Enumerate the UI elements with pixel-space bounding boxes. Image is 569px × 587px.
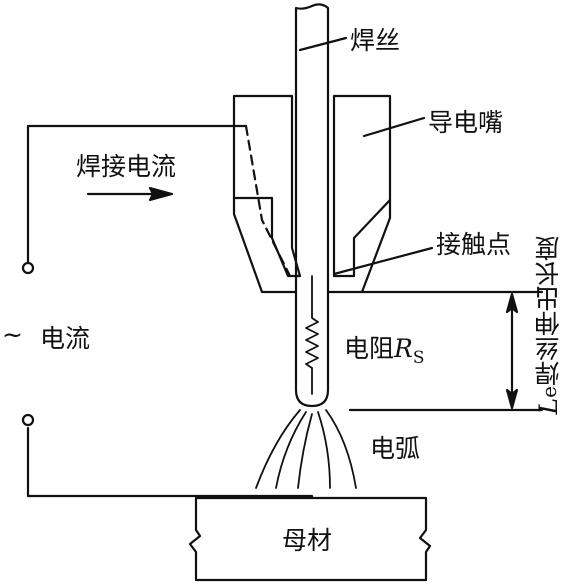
extension-arrow-down — [507, 390, 517, 408]
extension-arrow-up — [507, 294, 517, 312]
resistance-zigzag — [306, 276, 318, 394]
contact-tube-right-outer — [328, 200, 390, 292]
resistance-label: 电阻RS — [344, 334, 425, 367]
base-metal — [190, 498, 430, 580]
welding-wire — [296, 4, 328, 406]
welding-arc — [256, 410, 356, 488]
contact-tube-right — [334, 96, 390, 276]
contact-tube-label: 导电嘴 — [428, 108, 504, 137]
resistance-subscript: S — [412, 348, 425, 368]
contact-point-label: 接触点 — [436, 230, 512, 259]
extension-text: 焊丝伸出长度 — [534, 236, 563, 386]
resistance-symbol: R — [394, 334, 413, 363]
contact-tube-left — [234, 96, 300, 276]
extension-symbol: L — [534, 397, 563, 415]
contact-point-leader — [334, 248, 432, 274]
resistance-text: 电阻 — [344, 334, 395, 363]
extension-subscript: e — [537, 386, 561, 398]
ac-current-symbol: ~ — [2, 320, 23, 349]
extension-length-label: Le焊丝伸出长度 — [534, 236, 563, 415]
welding-current-label: 焊接电流 — [76, 152, 177, 181]
return-current-line — [28, 428, 312, 498]
terminal-top — [23, 263, 33, 273]
terminal-bottom — [23, 415, 33, 425]
current-path-line — [28, 126, 246, 262]
contact-tube-left-outer — [234, 198, 296, 292]
wire-label: 焊丝 — [350, 26, 401, 55]
wire-leader — [300, 38, 346, 50]
welding-current-arrowhead — [150, 188, 172, 200]
ac-current-label: 电流 — [40, 324, 91, 353]
base-metal-label: 母材 — [282, 526, 333, 555]
current-path-dashed — [246, 126, 300, 276]
contact-tube-leader — [364, 118, 424, 136]
arc-label: 电弧 — [370, 434, 421, 463]
